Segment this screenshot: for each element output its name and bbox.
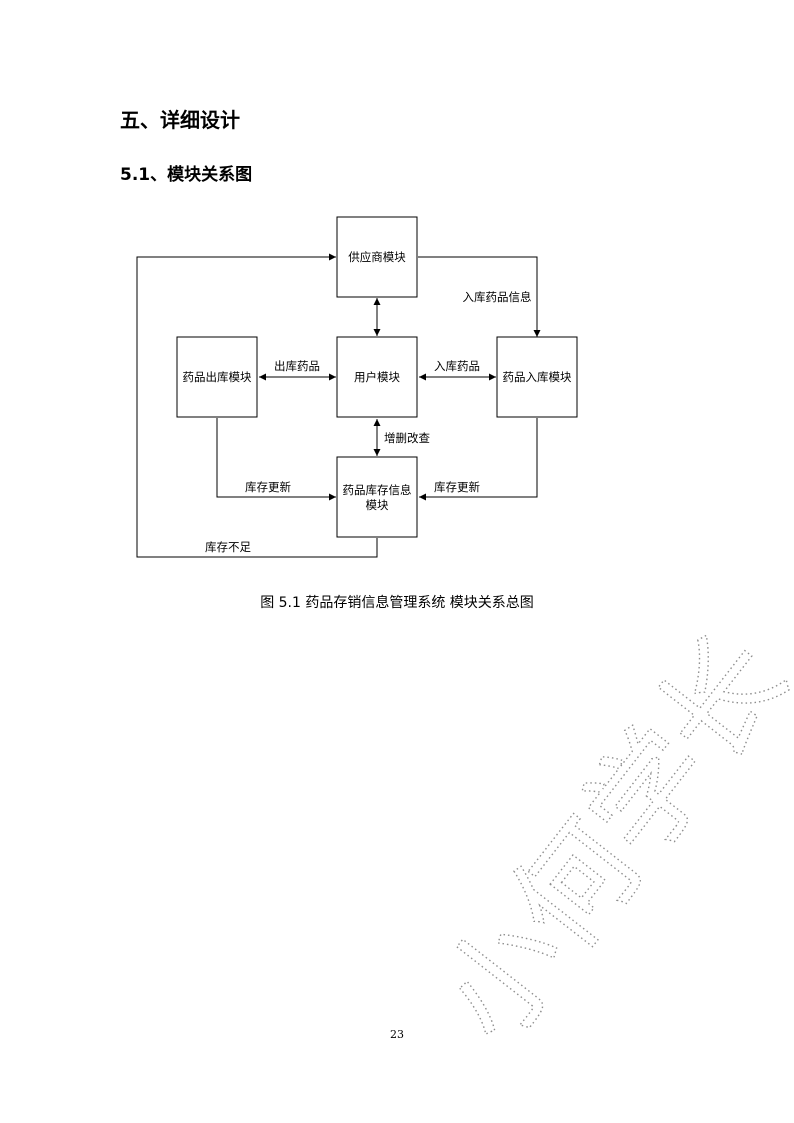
edge-inventory-to-supplier: [136, 253, 378, 558]
figure-caption: 图 5.1 药品存销信息管理系统 模块关系总图: [260, 595, 534, 611]
page-number: 23: [390, 1028, 404, 1041]
node-inventory: 药品库存信息 模块: [336, 456, 418, 538]
node-supplier: 供应商模块: [336, 216, 418, 298]
edge-label-user-inventory: 增删改查: [384, 431, 430, 445]
node-outbound-label: 药品出库模块: [183, 370, 252, 384]
section-heading: 五、详细设计: [120, 108, 240, 132]
node-user-label: 用户模块: [354, 370, 400, 384]
edge-label-supplier-to-inbound: 入库药品信息: [463, 290, 532, 304]
edge-supplier-to-inbound: [418, 256, 541, 337]
node-inventory-label-line1: 药品库存信息: [343, 483, 412, 497]
subsection-heading: 5.1、模块关系图: [120, 165, 253, 185]
node-user: 用户模块: [336, 336, 418, 418]
edge-inbound-to-inventory: [419, 418, 538, 501]
module-relationship-diagram: 供应商模块 用户模块 药品出库模块 药品入库模块 药品库存信息 模块 入库药品信…: [136, 216, 578, 558]
edge-label-inventory-to-supplier: 库存不足: [205, 540, 251, 554]
edge-label-user-inbound: 入库药品: [434, 359, 480, 373]
watermark-text: 小何学长: [413, 610, 794, 1067]
edge-outbound-to-inventory: [216, 418, 336, 501]
node-inbound: 药品入库模块: [496, 336, 578, 418]
edge-label-inbound-to-inventory: 库存更新: [434, 480, 480, 494]
node-outbound: 药品出库模块: [176, 336, 258, 418]
edge-label-outbound-user: 出库药品: [274, 359, 320, 373]
node-supplier-label: 供应商模块: [348, 250, 406, 264]
node-inventory-label-line2: 模块: [366, 498, 389, 512]
node-inbound-label: 药品入库模块: [503, 370, 572, 384]
edge-label-outbound-to-inventory: 库存更新: [245, 480, 291, 494]
